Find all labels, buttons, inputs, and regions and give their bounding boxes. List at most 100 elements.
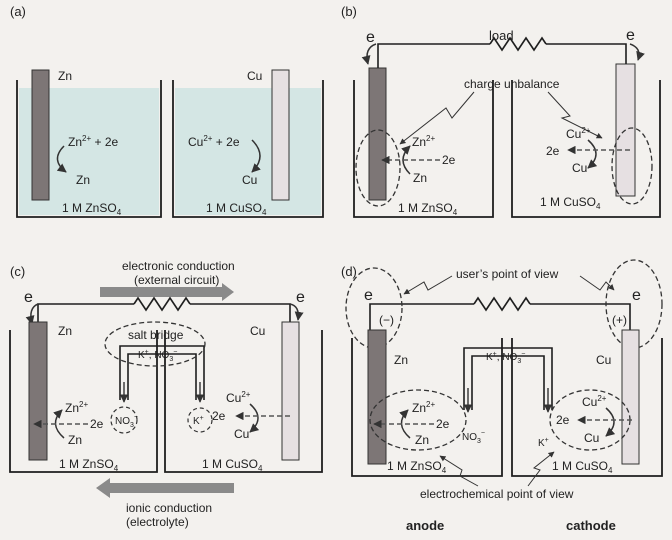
panel-b-zn-metal: Zn (413, 171, 427, 185)
panel-b-charge-unbalance: charge unbalance (464, 77, 560, 91)
panel-d-potassium: K+ (538, 437, 549, 449)
panel-b-zn-ion: Zn2+ (412, 134, 435, 149)
panel-a-right-solution-label: 1 M CuSO4 (206, 201, 267, 217)
panel-d-electron-right: e (632, 287, 641, 304)
panel-d-cu-metal: Cu (584, 431, 599, 445)
panel-c-salt-bridge-ring (104, 321, 206, 367)
panel-d-anode-label: anode (406, 518, 444, 533)
panel-a: (a) Zn Zn2+ + 2e Zn 1 M ZnSO4 Cu Cu2+ + … (10, 4, 324, 218)
panel-d-users-point-of-view: user’s point of view (456, 267, 559, 281)
panel-c-bridge-ions: K+, NO3− (138, 349, 177, 363)
panel-d-zn-two-e: 2e (436, 417, 450, 431)
panel-c-nitrate: NO3− (115, 414, 138, 429)
panel-d-zn-metal: Zn (415, 433, 429, 447)
panel-d-left-solution-label: 1 M ZnSO4 (387, 459, 447, 475)
panel-a-zinc-electrode (31, 69, 50, 201)
panel-c-zn-two-e: 2e (90, 417, 104, 431)
panel-d-users-arrow-right (579, 275, 615, 291)
panel-d-minus-terminal: (−) (379, 313, 394, 327)
panel-c-nitrate-ring (110, 406, 138, 434)
panel-c-potassium-ring (187, 407, 213, 433)
panel-b-right-solution-label: 1 M CuSO4 (540, 195, 601, 211)
panel-c-wire-right (190, 303, 291, 322)
panel-c-zn-metal: Zn (68, 433, 82, 447)
panel-c-potassium: K+ (193, 415, 204, 427)
panel-a-right-beaker (172, 80, 324, 218)
panel-a-right-solution (175, 88, 321, 215)
panel-d-wire-right (530, 303, 631, 330)
panel-c-cu-curve-arrow (249, 403, 260, 433)
panel-b-electron-right-arrow (629, 43, 645, 61)
panel-a-cu-label: Cu (247, 69, 262, 83)
panel-d-plus-terminal: (+) (612, 313, 627, 327)
panel-c: (c) electronic conduction (external circ… (9, 259, 323, 529)
panel-b-electron-right: e (626, 27, 635, 44)
panel-c-external-circuit: (external circuit) (134, 273, 219, 287)
panel-b-electron-left-arrow (361, 43, 377, 65)
panel-b-zinc-electrode (368, 67, 387, 201)
panel-d-electrochem-arrow-right (527, 451, 555, 487)
panel-d-copper-electrode (621, 329, 640, 465)
panel-c-copper-electrode (281, 321, 300, 461)
panel-d-left-beaker (351, 338, 503, 477)
panel-c-label: (c) (10, 264, 25, 279)
panel-b-left-beaker (353, 80, 494, 218)
panel-c-ionic-conduction: ionic conduction (126, 501, 212, 515)
panel-d-electrochem-arrow-left (439, 455, 479, 487)
panel-d-cu-ion: Cu2+ (582, 394, 607, 409)
panel-c-electron-right-arrow (289, 303, 304, 321)
panel-c-electron-left: e (24, 289, 33, 306)
panel-d-salt-bridge-inner (471, 355, 545, 410)
panel-c-zinc-electrode (28, 321, 48, 461)
panel-c-cu-label: Cu (250, 324, 265, 338)
panel-c-right-solution-label: 1 M CuSO4 (202, 457, 263, 473)
panel-d-left-user-ring (345, 267, 403, 349)
panel-b-right-dashed-ring (611, 127, 653, 205)
panel-d-electron-left: e (364, 287, 373, 304)
panel-c-left-beaker (9, 330, 158, 473)
panel-d-anode-ring (369, 389, 467, 451)
panel-d-zn-ion: Zn2+ (412, 400, 435, 415)
panel-a-cu-equation: Cu2+ + 2e (188, 134, 240, 149)
panel-c-ionic-arrow (96, 478, 234, 498)
panel-b-cu-two-e: 2e (546, 144, 560, 158)
panel-b-wire-left (377, 43, 490, 68)
panel-c-resistor (133, 296, 191, 312)
panel-d-nitrate: NO3− (462, 430, 485, 445)
panel-c-electrolyte: (electrolyte) (126, 515, 189, 529)
panel-d-users-arrow-left (403, 275, 453, 295)
panel-b-cu-metal: Cu (572, 161, 587, 175)
panel-d-wire-left (369, 303, 474, 330)
panel-a-cu-metal: Cu (242, 173, 257, 187)
panel-b-load-label: load (489, 28, 514, 43)
panel-c-wire-left (37, 303, 134, 322)
panel-c-cu-ion: Cu2+ (226, 390, 251, 405)
panel-d-cu-two-e: 2e (556, 413, 570, 427)
panel-c-right-beaker (164, 330, 323, 473)
panel-d: (d) user’s point of view e e (−) (+) Zn … (341, 259, 663, 533)
panel-c-salt-bridge-outer (119, 345, 205, 400)
panel-b-cu-curve-arrow (587, 139, 598, 169)
panel-d-cu-curve-arrow (605, 407, 616, 437)
panel-b-left-dashed-ring (355, 129, 401, 207)
panel-c-salt-bridge-label: salt bridge (128, 328, 184, 342)
panel-a-left-solution-label: 1 M ZnSO4 (62, 201, 122, 217)
panel-a-cu-curve-arrow (251, 139, 261, 173)
panel-b-cu-ion: Cu2+ (566, 126, 591, 141)
panel-a-zn-metal: Zn (76, 173, 90, 187)
panel-a-label: (a) (10, 4, 26, 19)
panel-b: (b) load e e charge unbalance Zn2+ 2e Zn… (341, 4, 661, 218)
panel-d-cathode-label: cathode (566, 518, 616, 533)
panel-d-bridge-ions: K+, NO3− (486, 351, 525, 365)
panel-a-zn-equation: Zn2+ + 2e (68, 134, 118, 149)
panel-c-electronic-conduction: electronic conduction (122, 259, 235, 273)
panel-d-electrochemical-point-of-view: electrochemical point of view (420, 487, 574, 501)
panel-a-left-beaker (16, 80, 162, 218)
panel-d-zn-label: Zn (394, 353, 408, 367)
panel-c-cu-metal: Cu (234, 427, 249, 441)
panel-d-zinc-electrode (367, 329, 387, 465)
panel-d-label: (d) (341, 264, 357, 279)
panel-b-left-solution-label: 1 M ZnSO4 (398, 201, 458, 217)
panel-b-charge-arrow-left (399, 91, 475, 145)
